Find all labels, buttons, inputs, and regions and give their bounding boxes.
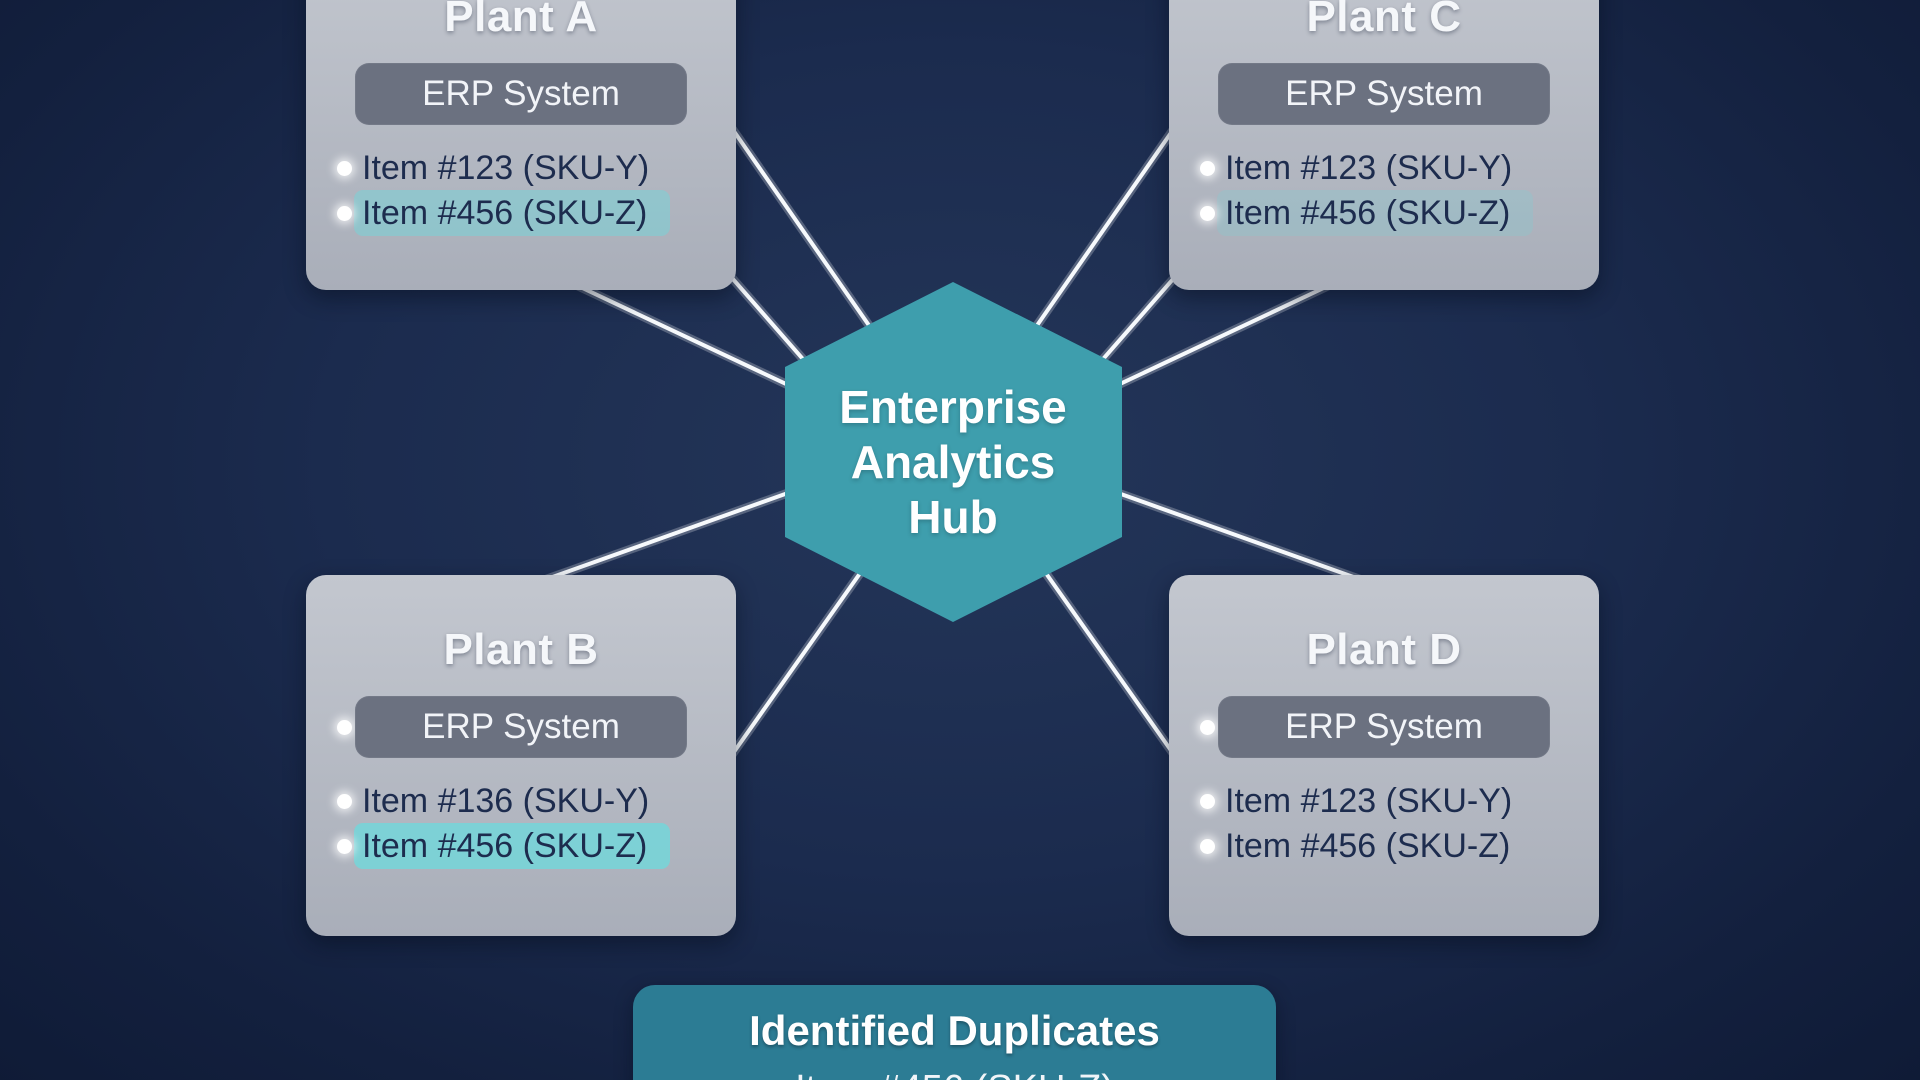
identified-duplicates-box: Identified Duplicates Item #456 (SKU-Z) <box>633 985 1276 1080</box>
erp-system-badge: ERP System <box>355 63 687 125</box>
item-label: Item #456 (SKU-Z) <box>1225 194 1511 232</box>
item-label: Item #136 (SKU-Y) <box>362 782 650 820</box>
bullet-dot-icon <box>1200 206 1215 221</box>
item-row: Item #456 (SKU-Z) <box>1169 824 1599 868</box>
item-label: Item #456 (SKU-Z) <box>1225 827 1511 865</box>
item-row: Item #123 (SKU-Y) <box>1169 146 1599 190</box>
plant-card-d: Plant D ERP System Item #123 (SKU-Y) Ite… <box>1169 575 1599 936</box>
bullet-dot-icon <box>337 720 352 735</box>
item-label: Item #123 (SKU-Y) <box>1225 782 1513 820</box>
duplicate-highlight <box>1217 190 1533 236</box>
bullet-dot-icon <box>337 794 352 809</box>
plant-b-title: Plant B <box>443 625 599 674</box>
plant-card-c: Plant C ERP System Item #123 (SKU-Y) Ite… <box>1169 0 1599 290</box>
erp-row: ERP System <box>1169 696 1599 758</box>
bullet-dot-icon <box>1200 161 1215 176</box>
plant-c-title: Plant C <box>1306 0 1462 41</box>
item-row: Item #456 (SKU-Z) <box>306 823 736 869</box>
duplicate-item: Item #456 (SKU-Z) <box>633 1068 1276 1080</box>
bullet-dot-icon <box>337 206 352 221</box>
item-row: Item #123 (SKU-Y) <box>306 146 736 190</box>
erp-row: ERP System <box>306 63 736 125</box>
erp-system-label: ERP System <box>422 707 620 746</box>
erp-row: ERP System <box>1169 63 1599 125</box>
item-label: Item #123 (SKU-Y) <box>362 149 650 187</box>
plant-card-a: Plant A ERP System Item #123 (SKU-Y) Ite… <box>306 0 736 290</box>
erp-system-label: ERP System <box>422 74 620 113</box>
erp-system-label: ERP System <box>1285 74 1483 113</box>
duplicate-highlight <box>354 190 670 236</box>
erp-system-badge: ERP System <box>1218 696 1550 758</box>
erp-system-label: ERP System <box>1285 707 1483 746</box>
item-label: Item #456 (SKU-Z) <box>362 194 648 232</box>
item-row: Item #123 (SKU-Y) <box>1169 779 1599 823</box>
hub-label-line: Hub <box>908 491 998 543</box>
item-label: Item #123 (SKU-Y) <box>1225 149 1513 187</box>
bullet-dot-icon <box>1200 720 1215 735</box>
erp-row: ERP System <box>306 696 736 758</box>
hub-label-line: Analytics <box>850 436 1056 488</box>
hub-label-line: Enterprise <box>839 381 1067 433</box>
erp-system-badge: ERP System <box>355 696 687 758</box>
item-label: Item #456 (SKU-Z) <box>362 827 648 865</box>
item-row: Item #456 (SKU-Z) <box>306 190 736 236</box>
plant-card-b: Plant B ERP System Item #136 (SKU-Y) Ite… <box>306 575 736 936</box>
plant-a-title: Plant A <box>444 0 598 41</box>
duplicate-highlight <box>354 823 670 869</box>
bullet-dot-icon <box>1200 839 1215 854</box>
bullet-dot-icon <box>337 161 352 176</box>
plant-d-title: Plant D <box>1306 625 1462 674</box>
erp-system-badge: ERP System <box>1218 63 1550 125</box>
bullet-dot-icon <box>337 839 352 854</box>
item-row: Item #136 (SKU-Y) <box>306 779 736 823</box>
identified-duplicates-title: Identified Duplicates <box>749 1007 1160 1054</box>
bullet-dot-icon <box>1200 794 1215 809</box>
item-row: Item #456 (SKU-Z) <box>1169 190 1599 236</box>
hub-label: Enterprise Analytics Hub <box>803 380 1103 545</box>
